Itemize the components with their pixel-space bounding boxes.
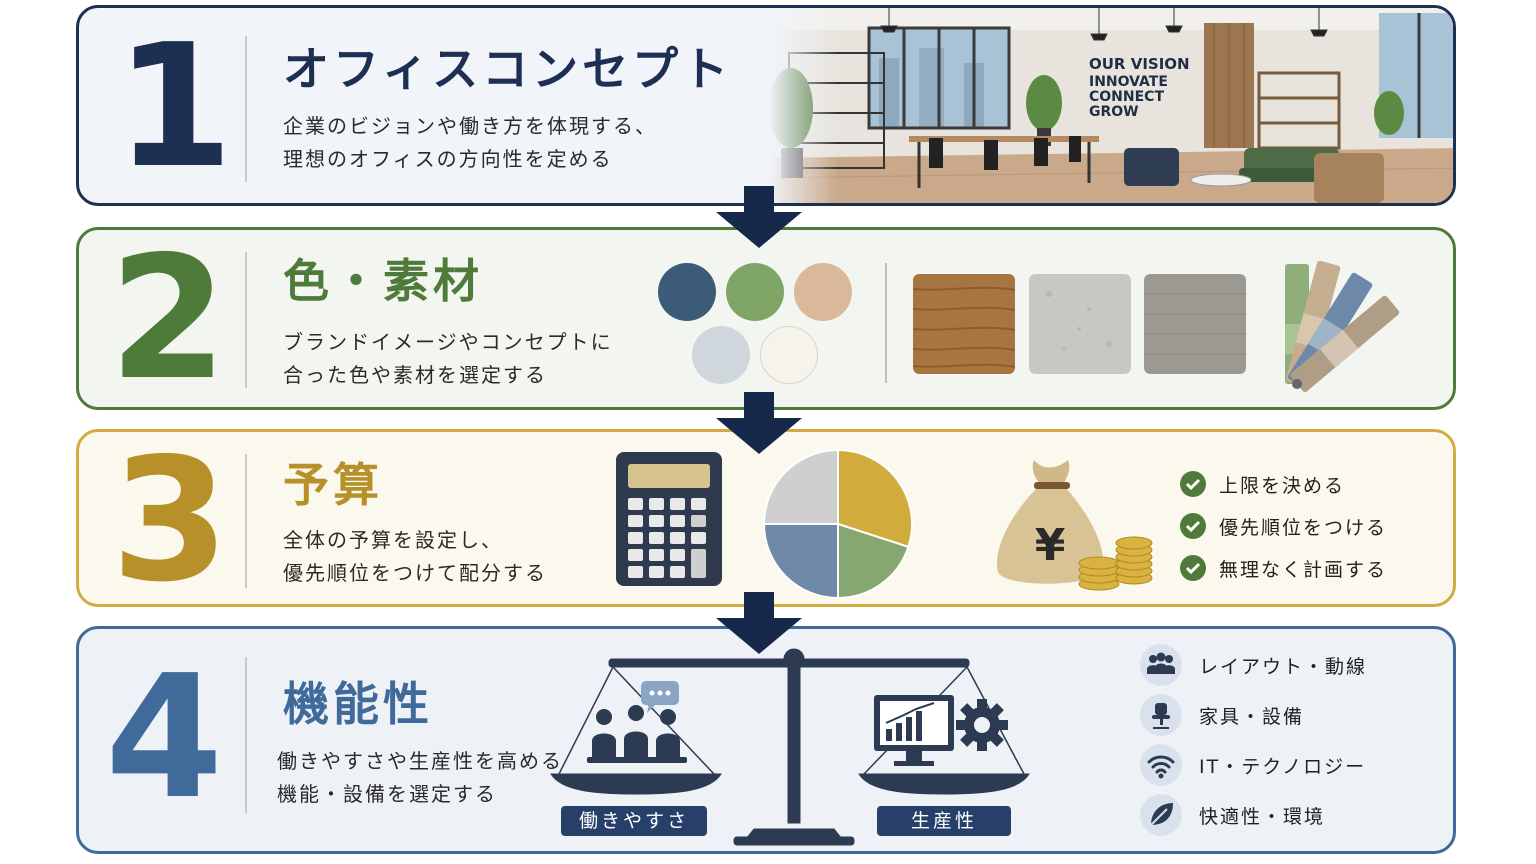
step-number: 1	[115, 8, 234, 206]
pie-slice	[837, 522, 910, 600]
balance-label-workability: 働きやすさ	[561, 806, 707, 836]
calculator-key	[649, 515, 664, 527]
pie-slice	[837, 448, 913, 549]
balance-label-productivity: 生産性	[877, 806, 1011, 836]
wifi-icon	[1140, 744, 1182, 786]
yen-symbol: ¥	[1035, 520, 1066, 571]
step-number: 2	[109, 227, 228, 410]
description-line: 機能・設備を選定する	[277, 782, 497, 806]
step-card-budget: 3 予算 全体の予算を設定し、 優先順位をつけて配分する ¥ 上限を決める 優先…	[76, 429, 1456, 607]
calculator-key	[691, 549, 706, 578]
calculator-key	[670, 566, 685, 578]
calculator-key	[649, 532, 664, 544]
calculator-key	[670, 549, 685, 561]
office-chair-icon	[1140, 694, 1182, 736]
calculator-key	[628, 566, 643, 578]
calculator-key	[628, 515, 643, 527]
calculator-key	[691, 498, 706, 510]
step-number: 4	[105, 639, 224, 837]
feature-label: 快適性・環境	[1199, 805, 1326, 828]
feature-item: IT・テクノロジー	[1139, 743, 1366, 787]
divider	[245, 252, 247, 388]
color-dot-green	[726, 263, 784, 321]
step-description: 全体の予算を設定し、 優先順位をつけて配分する	[283, 524, 547, 590]
vision-word: CONNECT	[1089, 89, 1164, 105]
calculator-key	[670, 532, 685, 544]
color-dot-navy	[658, 263, 716, 321]
stone-swatch	[1029, 274, 1131, 374]
color-dot-light-gray	[692, 326, 750, 384]
wood-swatch	[913, 274, 1015, 374]
fabric-swatch	[1144, 274, 1246, 374]
step-title: 予算	[283, 458, 383, 512]
calculator-icon	[616, 452, 722, 586]
office-interior-image	[769, 8, 1453, 203]
step-card-functionality: 4 機能性 働きやすさや生産性を高める 機能・設備を選定する	[76, 626, 1456, 854]
vision-word: INNOVATE	[1089, 74, 1168, 90]
feature-label: レイアウト・動線	[1199, 655, 1368, 678]
pie-slice	[762, 448, 839, 525]
calculator-key	[628, 532, 643, 544]
check-icon	[1180, 513, 1206, 539]
balance-scale-icon	[550, 648, 1030, 846]
step-card-concept: 1 オフィスコンセプト 企業のビジョンや働き方を体現する、 理想のオフィスの方向…	[76, 5, 1456, 206]
calculator-key	[670, 515, 685, 527]
check-icon	[1180, 471, 1206, 497]
step-number: 3	[111, 429, 230, 607]
divider	[885, 263, 887, 383]
description-line: 優先順位をつけて配分する	[283, 561, 547, 585]
feature-item: レイアウト・動線	[1139, 643, 1367, 687]
people-icon	[1140, 644, 1182, 686]
divider	[245, 657, 247, 813]
description-line: ブランドイメージやコンセプトに	[283, 330, 613, 354]
vision-heading: OUR VISION	[1089, 55, 1190, 73]
step-title: 色・素材	[283, 254, 483, 308]
color-dot-beige	[794, 263, 852, 321]
calculator-key	[649, 549, 664, 561]
color-swatch-fan	[1285, 260, 1400, 392]
check-icon	[1180, 555, 1206, 581]
feature-label: IT・テクノロジー	[1199, 755, 1367, 778]
checklist-label: 無理なく計画する	[1219, 558, 1388, 581]
step-card-color-material: 2 色・素材 ブランドイメージやコンセプトに 合った色や素材を選定する	[76, 227, 1456, 410]
description-line: 理想のオフィスの方向性を定める	[283, 147, 613, 171]
description-line: 企業のビジョンや働き方を体現する、	[283, 114, 657, 138]
pie-slice	[762, 523, 839, 600]
calculator-key	[691, 532, 706, 544]
checklist-label: 優先順位をつける	[1219, 516, 1388, 539]
calculator-key	[628, 498, 643, 510]
leaf-icon	[1140, 794, 1182, 836]
calculator-key	[628, 549, 643, 561]
calculator-key	[649, 566, 664, 578]
description-line: 合った色や素材を選定する	[283, 363, 547, 387]
vision-word: GROW	[1089, 104, 1139, 120]
flow-arrow-down-icon	[716, 392, 802, 454]
calculator-key	[670, 498, 685, 510]
feature-item: 快適性・環境	[1139, 793, 1325, 837]
divider	[245, 36, 247, 182]
step-description: ブランドイメージやコンセプトに 合った色や素材を選定する	[283, 326, 613, 392]
description-line: 働きやすさや生産性を高める	[277, 749, 563, 773]
flow-arrow-down-icon	[716, 592, 802, 654]
calculator-key	[649, 498, 664, 510]
checklist-item: 上限を決める	[1179, 470, 1345, 498]
divider	[245, 454, 247, 588]
step-title: オフィスコンセプト	[283, 42, 733, 96]
budget-pie-chart	[762, 448, 913, 600]
flow-arrow-down-icon	[716, 186, 802, 248]
step-description: 働きやすさや生産性を高める 機能・設備を選定する	[277, 745, 563, 811]
checklist-item: 無理なく計画する	[1179, 554, 1387, 582]
step-title: 機能性	[283, 677, 433, 731]
feature-label: 家具・設備	[1199, 705, 1305, 728]
step-description: 企業のビジョンや働き方を体現する、 理想のオフィスの方向性を定める	[283, 110, 657, 176]
feature-item: 家具・設備	[1139, 693, 1304, 737]
calculator-key	[691, 515, 706, 527]
checklist-label: 上限を決める	[1219, 474, 1346, 497]
color-dot-off-white	[760, 326, 818, 384]
checklist-item: 優先順位をつける	[1179, 512, 1387, 540]
money-bag-icon: ¥	[996, 460, 1153, 591]
description-line: 全体の予算を設定し、	[283, 528, 503, 552]
